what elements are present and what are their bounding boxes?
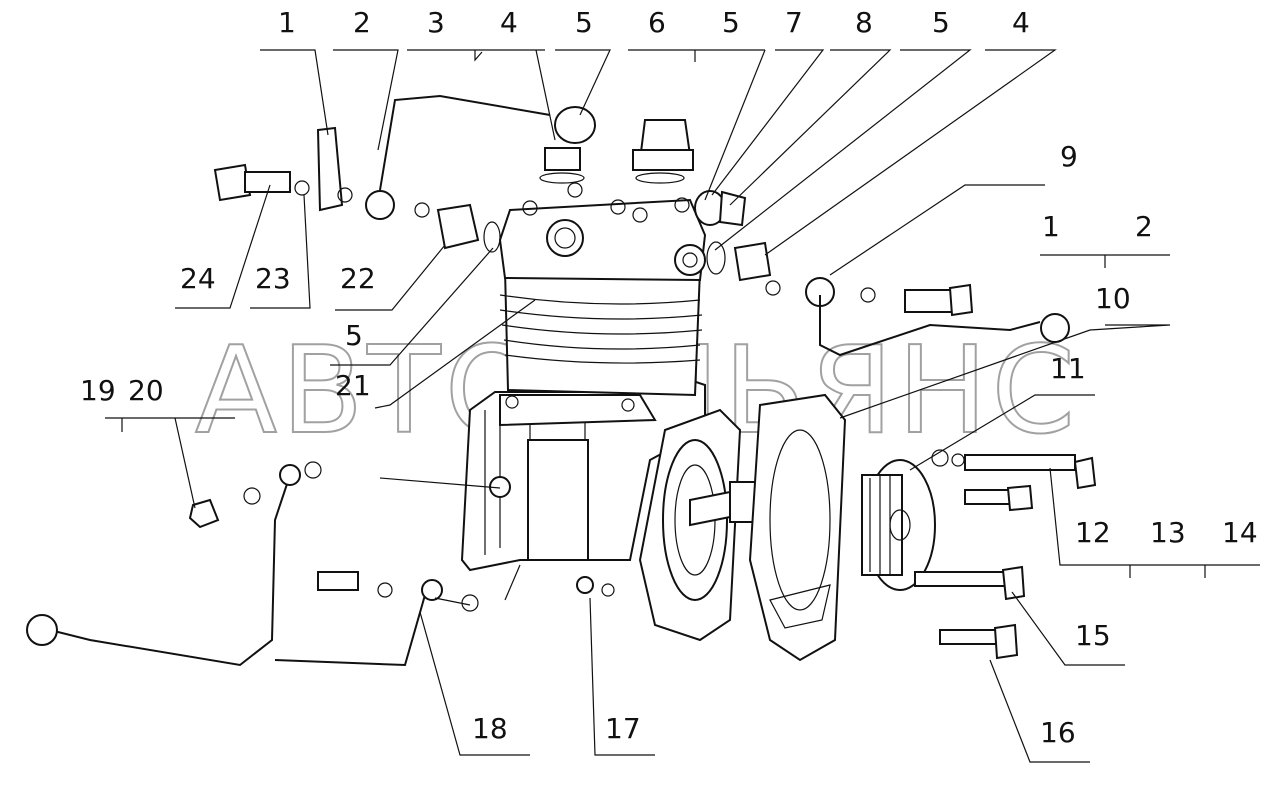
callout-23: 23 — [255, 262, 291, 295]
left-banjo-assembly — [213, 126, 501, 253]
gasket — [748, 393, 847, 662]
callout-6: 6 — [648, 6, 666, 39]
callout-11: 11 — [1050, 352, 1086, 385]
drive-gear — [861, 459, 936, 591]
callout-9: 9 — [1060, 140, 1078, 173]
callout-5-top-c: 5 — [932, 6, 950, 39]
callout-12: 12 — [1075, 516, 1111, 549]
compressor-cylinder — [499, 269, 703, 397]
callout-13: 13 — [1150, 516, 1186, 549]
oil-pipes — [26, 94, 1070, 667]
callout-19: 19 — [80, 374, 116, 407]
callout-15: 15 — [1075, 619, 1111, 652]
callout-labels: 1 2 3 4 5 6 5 7 8 5 4 9 1 2 10 11 12 13 … — [80, 6, 1258, 749]
right-banjo-assembly — [706, 241, 974, 317]
callout-10: 10 — [1095, 282, 1131, 315]
compressor-crankcase — [460, 378, 706, 572]
callout-8: 8 — [855, 6, 873, 39]
front-flange — [638, 408, 756, 642]
callout-2-right: 2 — [1135, 210, 1153, 243]
callout-5-top-b: 5 — [722, 6, 740, 39]
callout-5-left: 5 — [345, 319, 363, 352]
callout-20: 20 — [128, 374, 164, 407]
callout-1-right: 1 — [1042, 210, 1060, 243]
callout-3: 3 — [427, 6, 445, 39]
callout-22: 22 — [340, 262, 376, 295]
callout-21: 21 — [335, 369, 371, 402]
callout-5-top-a: 5 — [575, 6, 593, 39]
callout-24: 24 — [180, 262, 216, 295]
callout-18: 18 — [472, 712, 508, 745]
callout-4-top: 4 — [500, 6, 518, 39]
callout-1-top: 1 — [278, 6, 296, 39]
lower-bolts — [317, 449, 1097, 660]
callout-2-top: 2 — [353, 6, 371, 39]
callout-4-top-right: 4 — [1012, 6, 1030, 39]
callout-14: 14 — [1222, 516, 1258, 549]
callout-7: 7 — [785, 6, 803, 39]
compressor-head — [498, 182, 707, 282]
top-fittings — [539, 106, 747, 227]
callout-17: 17 — [605, 712, 641, 745]
leader-lines — [105, 49, 1260, 763]
callout-16: 16 — [1040, 716, 1076, 749]
